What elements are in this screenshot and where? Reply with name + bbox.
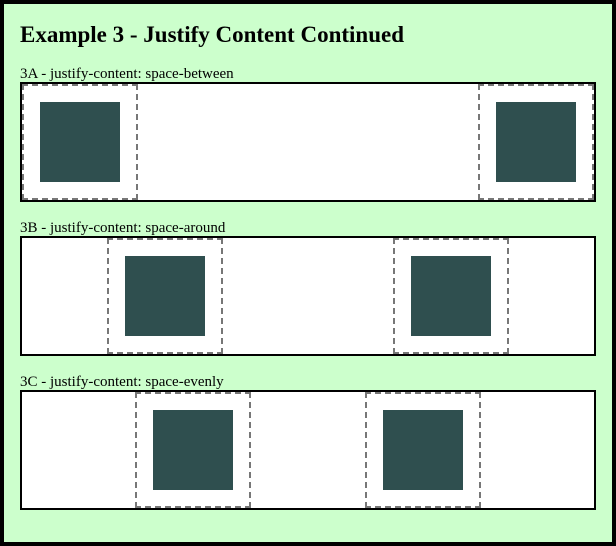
flex-container-space-evenly — [20, 390, 596, 510]
flex-item — [107, 238, 223, 354]
swatch-square — [125, 256, 205, 336]
swatch-square — [382, 410, 463, 490]
flex-item — [478, 84, 594, 200]
swatch-square — [496, 102, 576, 182]
section-label: 3C - justify-content: space-evenly — [20, 374, 224, 390]
flex-item — [393, 238, 509, 354]
section-label: 3A - justify-content: space-between — [20, 66, 234, 82]
swatch-square — [40, 102, 120, 182]
flex-item — [364, 392, 481, 508]
flex-item — [135, 392, 252, 508]
section-label: 3B - justify-content: space-around — [20, 220, 226, 236]
flex-container-space-around — [20, 236, 596, 356]
page-title: Example 3 - Justify Content Continued — [20, 22, 405, 47]
swatch-square — [153, 410, 234, 490]
flex-item — [22, 84, 138, 200]
swatch-square — [411, 256, 491, 336]
flex-container-space-between — [20, 82, 596, 202]
